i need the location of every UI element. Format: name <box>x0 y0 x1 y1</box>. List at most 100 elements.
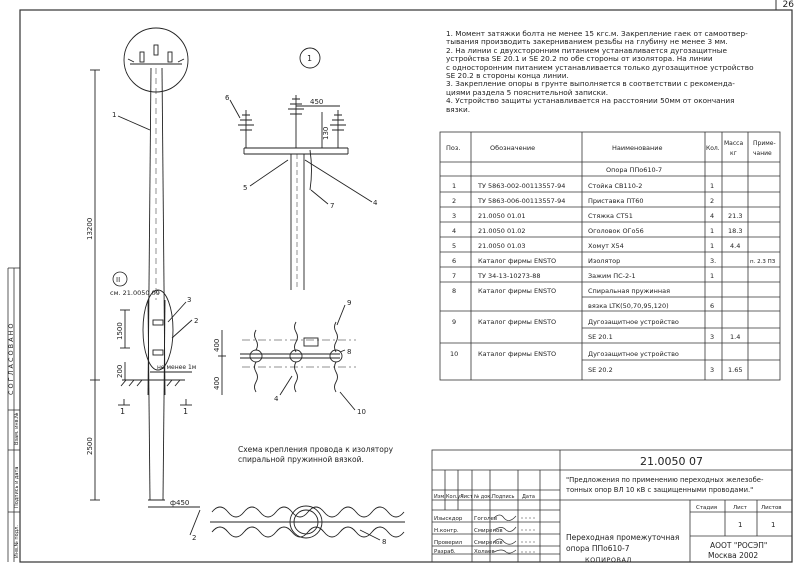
col-note-2: чание <box>753 150 772 157</box>
table-row: 1.4 <box>730 333 740 341</box>
footer-label: КОПИРОВАЛ <box>585 556 632 564</box>
callout-2-pile: 2 <box>192 534 196 542</box>
margin-field-1: Взам. инв.№ <box>14 412 20 445</box>
cut-mark-left: 1 <box>120 407 125 416</box>
col-mass: Масса <box>724 140 743 147</box>
table-row: Хомут Х54 <box>588 242 624 250</box>
table-row: 21.3 <box>728 212 742 220</box>
cut-mark-right: 1 <box>183 407 188 416</box>
section-view <box>218 304 356 411</box>
list-h: Лист <box>733 505 748 511</box>
note-line: SE 20.2 в стороны конца линии. <box>446 71 569 81</box>
table-row: Приставка ПТ60 <box>588 197 644 205</box>
margin-field-3: Инв.№ подл. <box>14 525 20 558</box>
note-line: 1. Момент затяжки болта не менее 15 кгс.… <box>446 29 748 38</box>
table-row: 2 <box>452 197 456 205</box>
table-row: Спиральная пружинная <box>588 287 670 295</box>
note-line: тывания производить закерниванием резьбы… <box>446 37 728 47</box>
dim-13200: 13200 <box>86 218 94 240</box>
binding-caption-1: Схема крепления провода к изолятору <box>238 445 394 454</box>
view-I: 1 <box>307 54 312 63</box>
callout-7: 7 <box>330 202 334 210</box>
note-line: устройства SE 20.1 и SE 20.2 по обе стор… <box>446 54 713 64</box>
callout-1: 1 <box>112 111 116 119</box>
table-row: вязка LTK(50,70,95,120) <box>588 302 669 310</box>
name-4: Холаев <box>474 549 495 555</box>
table-row: 21.0050 01.01 <box>478 212 526 220</box>
table-row: п. 2.3 ПЗ <box>750 259 776 265</box>
city: Москва 2002 <box>708 551 758 560</box>
callout-2-main: 2 <box>194 317 198 325</box>
table-row: 2 <box>710 197 714 205</box>
dim-400b: 400 <box>213 377 221 390</box>
callout-8-sec: 8 <box>347 348 351 356</box>
left-margin-strip <box>7 267 20 562</box>
name-3: Смиренов <box>474 540 503 546</box>
table-row: 6 <box>710 302 714 310</box>
role-2: Н.контр. <box>434 528 459 534</box>
callout-9: 9 <box>347 299 351 307</box>
table-row: 10 <box>450 350 458 358</box>
rev-h-doc: № док. <box>474 494 492 500</box>
table-row: ТУ 5863-006-00113557-94 <box>477 197 565 205</box>
col-mass-unit: кг <box>730 150 737 157</box>
dates <box>521 517 537 553</box>
table-row: Каталог фирмы ENSTO <box>478 257 556 265</box>
table-row: Стойка СВ110-2 <box>588 182 642 190</box>
table-row: 1 <box>710 242 714 250</box>
table-row: 1 <box>710 272 714 280</box>
table-row: SE 20.1 <box>588 333 613 341</box>
callout-3-main: 3 <box>187 296 191 304</box>
table-row: Изолятор <box>588 257 620 265</box>
table-row: 4 <box>452 227 456 235</box>
col-qty: Кол. <box>706 145 720 152</box>
table-row: Зажим ПС-2-1 <box>588 272 636 280</box>
margin-field-2: Подпись и дата <box>14 467 20 508</box>
table-row: 3 <box>710 366 714 374</box>
table-row: SE 20.2 <box>588 366 613 374</box>
dim-450: 450 <box>310 98 323 106</box>
table-row: 7 <box>452 272 456 280</box>
sheet-frame <box>19 9 793 563</box>
note-line: вязки. <box>446 104 471 114</box>
callout-4-sec: 4 <box>274 395 279 403</box>
col-note: Приме- <box>753 140 776 147</box>
note-line: 2. На линии с двухсторонним питанием уст… <box>446 45 727 55</box>
table-row: 9 <box>452 318 456 326</box>
col-name: Наименование <box>612 144 663 152</box>
table-row: Каталог фирмы ENSTO <box>478 350 556 358</box>
table-row: Оголовок ОГо56 <box>588 227 644 235</box>
binding-scheme <box>210 505 405 541</box>
callout-5: 5 <box>243 184 247 192</box>
note-line: 4. Устройство защиты устанавливается на … <box>446 96 735 106</box>
table-row: 3 <box>710 333 714 341</box>
spec-table-grid <box>439 131 781 381</box>
table-row: 21.0050 01.03 <box>478 242 526 250</box>
name-1: Гоголев <box>474 516 497 522</box>
signatures <box>493 514 517 554</box>
table-row: 1 <box>710 182 714 190</box>
rev-h-kol: Кол.уч <box>446 494 463 500</box>
notes-block: 1. Момент затяжки болта не менее 15 кгс.… <box>446 29 786 114</box>
title-block-grid <box>431 449 793 563</box>
listov-h: Листов <box>761 505 782 511</box>
role-1: Изыскдор <box>434 516 463 522</box>
pole-head-view <box>229 47 373 290</box>
org: АООТ "РОСЭП" <box>710 541 767 550</box>
table-row: 4 <box>710 212 714 220</box>
note-line: 3. Закрепление опоры в грунте выполняетс… <box>446 79 735 89</box>
table-row: 21.0050 01.02 <box>478 227 526 235</box>
rev-h-date: Дата <box>522 494 535 500</box>
callout-10: 10 <box>357 408 366 416</box>
sheet-title-2: опора ППо610-7 <box>566 544 630 553</box>
table-row: 3 <box>452 212 456 220</box>
rev-h-list: Лист <box>460 494 473 500</box>
table-row: Стяжка СТ51 <box>588 212 633 220</box>
table-row: 1 <box>710 227 714 235</box>
col-code: Обозначение <box>490 144 535 152</box>
table-row: 1.65 <box>728 366 742 374</box>
callout-8-bind: 8 <box>382 538 386 546</box>
main-pole <box>90 27 201 536</box>
sheets-value: 1 <box>771 521 775 529</box>
rev-h-sign: Подпись <box>492 494 515 500</box>
